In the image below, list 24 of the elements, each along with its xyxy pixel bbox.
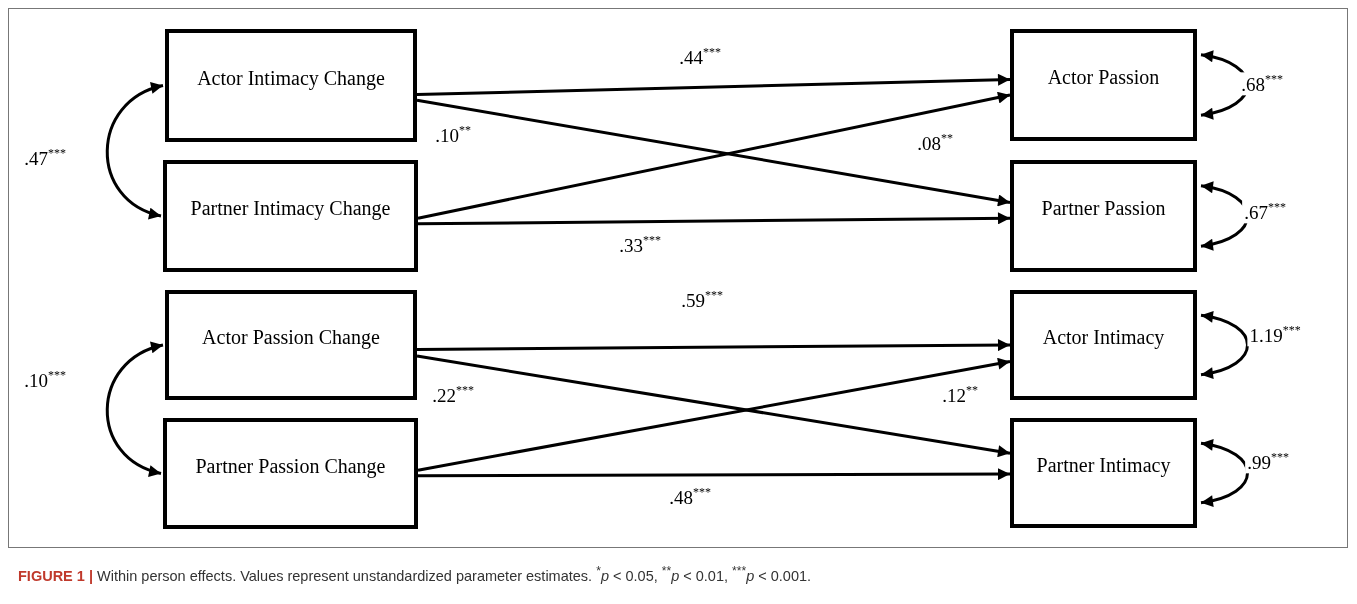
arrow <box>416 73 1011 97</box>
variable-box: Partner Passion <box>1010 160 1197 272</box>
edge-label: .68$^{***}$ <box>1239 72 1285 96</box>
edge-label: 1.19$^{***}$ <box>1247 323 1303 347</box>
edge-label: .67$^{***}$ <box>1242 200 1288 224</box>
double-headed-arrow <box>105 342 164 476</box>
variable-box: Actor Passion <box>1010 29 1197 141</box>
variable-box: Partner Passion Change <box>163 418 418 529</box>
edge-label: .99$^{***}$ <box>1245 450 1291 474</box>
arrow <box>418 212 1010 226</box>
double-headed-arrow <box>105 83 164 218</box>
variable-box: Actor Intimacy <box>1010 290 1197 400</box>
arrow <box>417 339 1010 352</box>
double-headed-arrow <box>1200 439 1249 507</box>
variable-box: Partner Intimacy <box>1010 418 1197 528</box>
caption: FIGURE 1 | Within person effects. Values represent unstandardized parameter estimates. $^{*}$p < 0.05, $^{**}$p < 0.01, $^{***}$p < 0.001. <box>18 564 812 584</box>
arrow <box>417 91 1011 220</box>
arrow <box>416 98 1011 207</box>
double-headed-arrow <box>1200 311 1249 379</box>
double-headed-arrow <box>1200 182 1249 250</box>
variable-box: Partner Intimacy Change <box>163 160 418 272</box>
arrow <box>418 468 1010 481</box>
variable-box: Actor Intimacy Change <box>165 29 417 142</box>
variable-box: Actor Passion Change <box>165 290 417 400</box>
